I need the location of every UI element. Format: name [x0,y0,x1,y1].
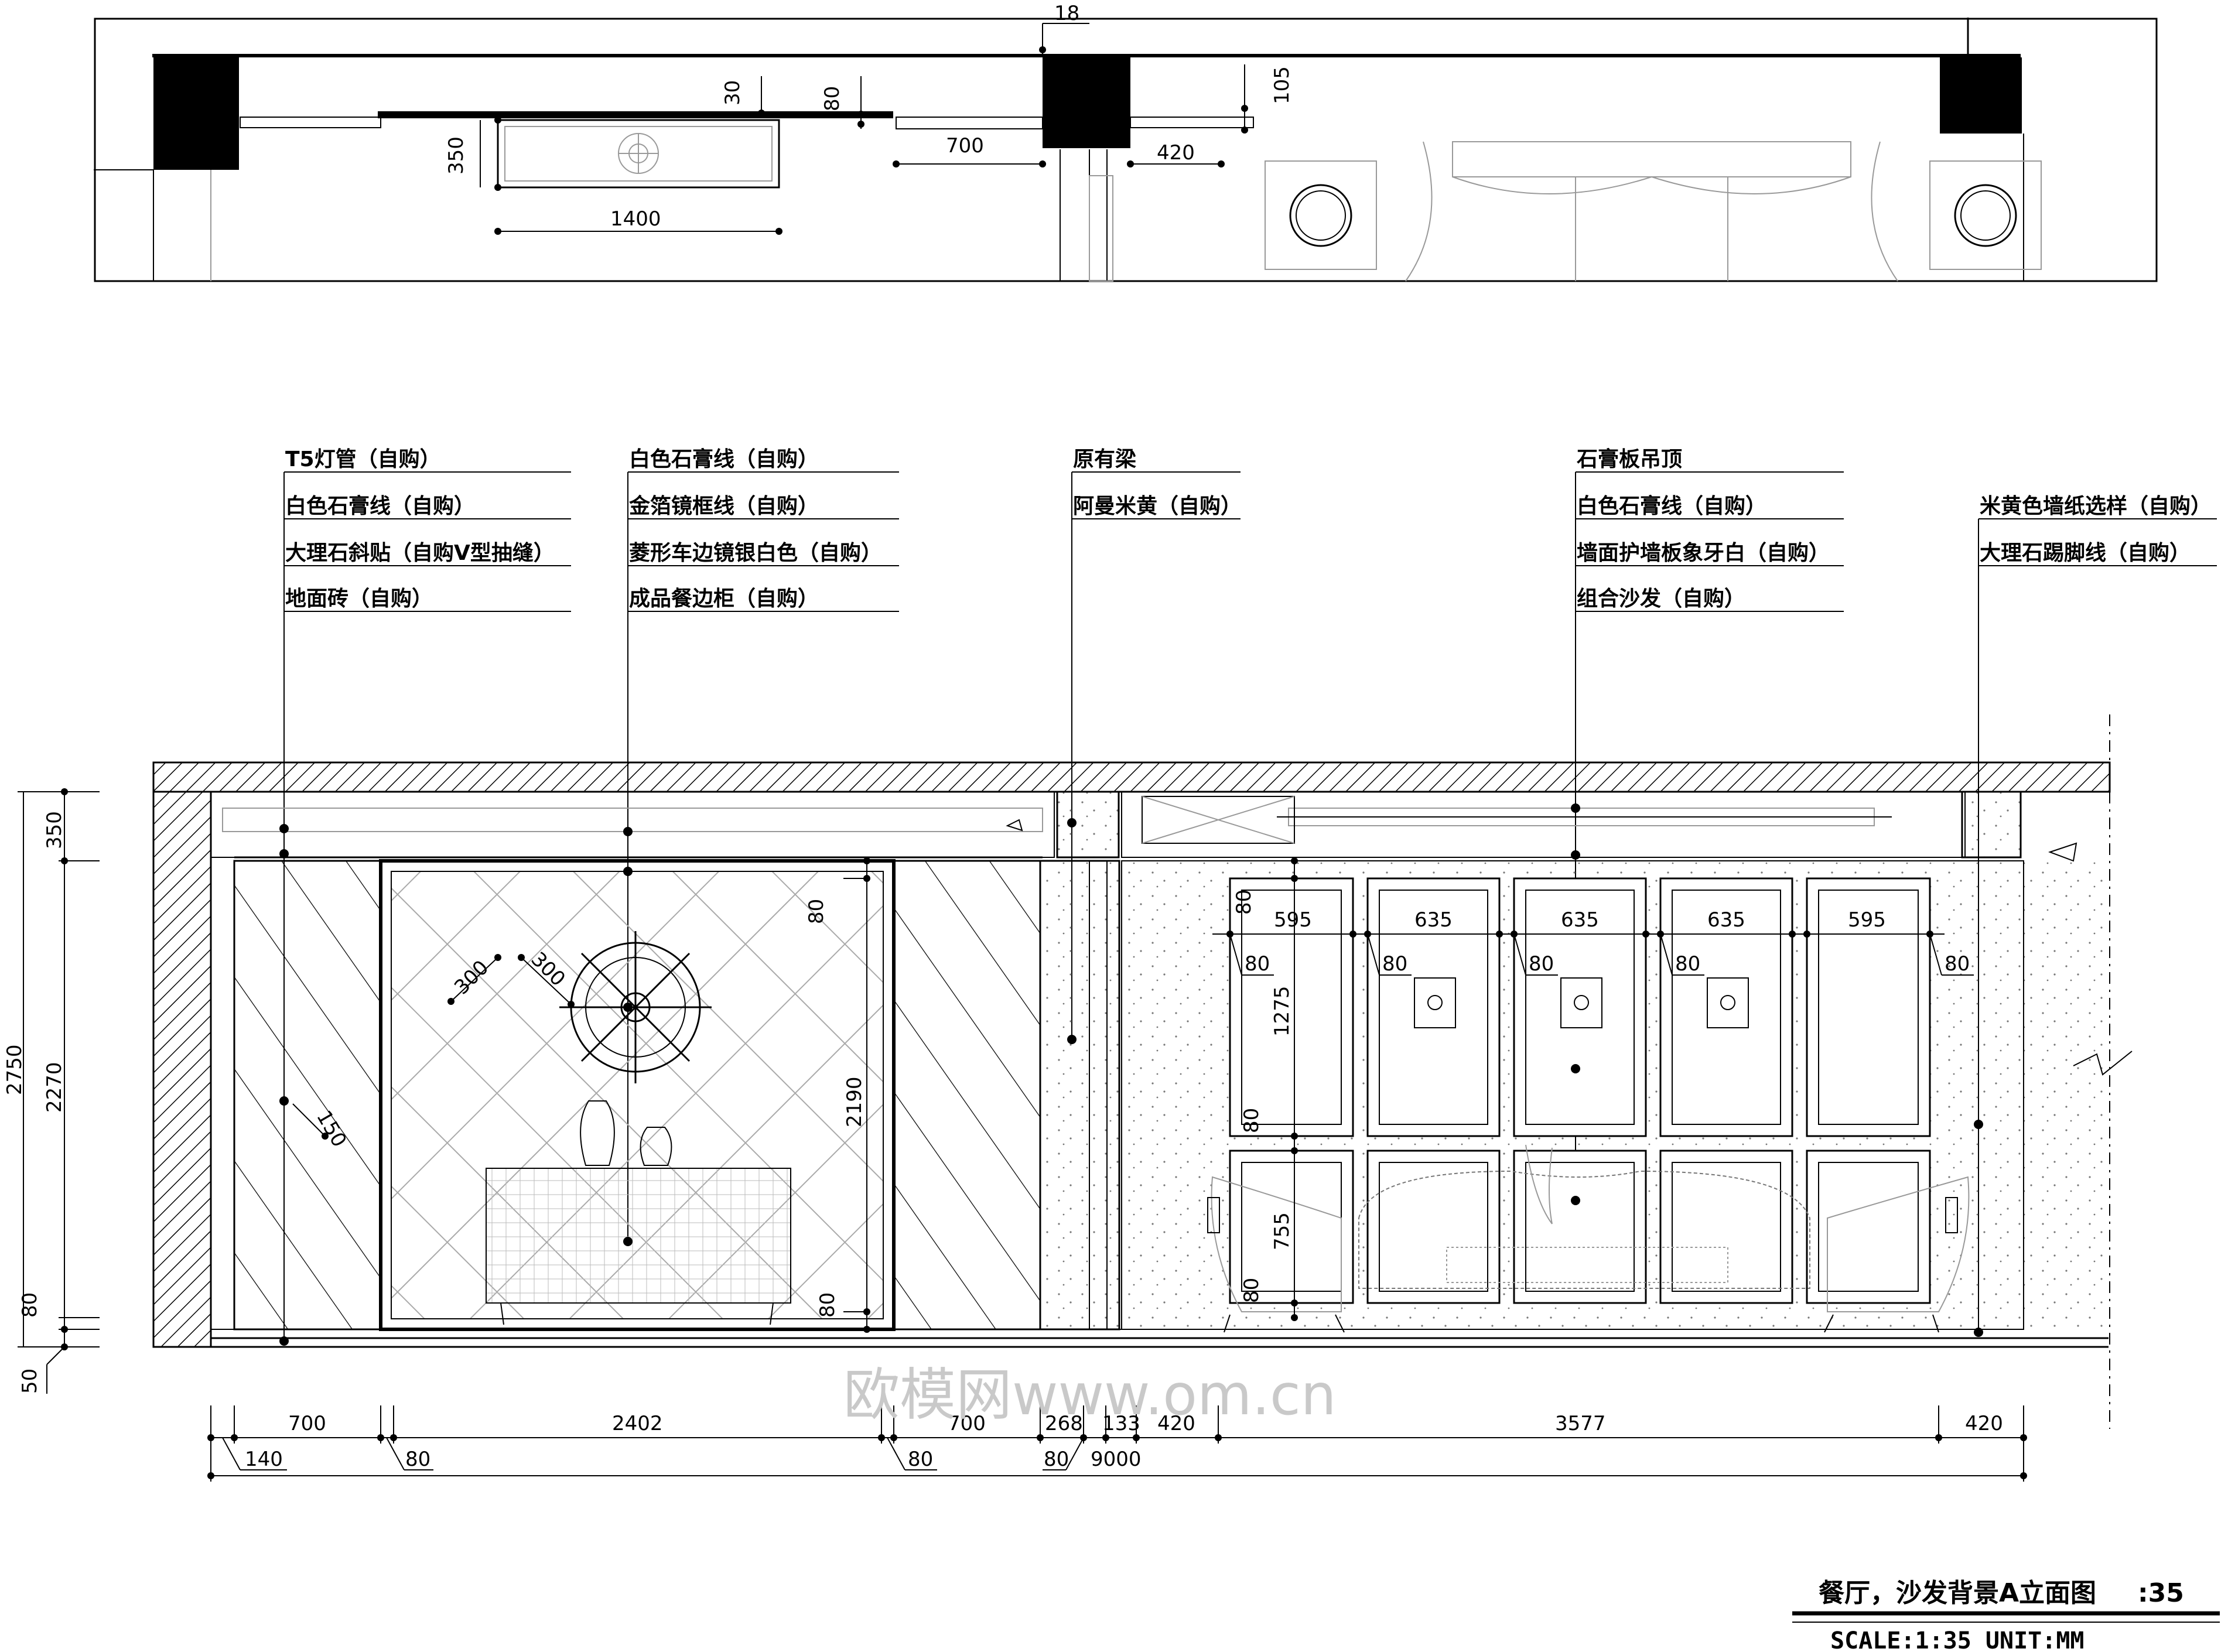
mirror-dim-80-bottom: 80 [816,1292,839,1318]
bottom-dim-80-b: 80 [908,1448,933,1471]
bottom-dim-420-b: 420 [1965,1412,2003,1435]
bottom-dim-80-a: 80 [405,1448,430,1471]
panel-dimensions: 595 635 635 635 595 80 80 80 80 80 80 12… [1212,857,1974,1321]
plan-sofa [1405,141,1898,282]
elevation-view [152,714,2133,1429]
panel-width-3: 635 [1561,908,1599,932]
plan-dim-80: 80 [821,86,844,111]
bottom-dim-80-c: 80 [1044,1448,1069,1471]
plan-dim-18: 18 [1054,2,1079,25]
sideboard [486,1168,791,1325]
mirror-dim-80-top: 80 [805,899,828,924]
panel-gap-4: 80 [1675,952,1700,976]
plan-dim-105: 105 [1270,66,1294,104]
callout-group-4: 石膏板吊顶 白色石膏线（自购） 墙面护墙板象牙白（自购） 组合沙发（自购） [1575,447,1844,1200]
plan-column-mid [1043,57,1130,148]
scale-text: SCALE:1:35 UNIT:MM [1830,1627,2084,1652]
callout-floor-tile: 地面砖（自购） [285,587,433,611]
panel-width-4: 635 [1707,908,1745,932]
callout-diamond-mirror: 菱形车边镜银白色（自购） [629,541,882,565]
callout-gold-frame-line: 金箔镜框线（自购） [628,494,819,518]
wall-lamp-icon [1414,977,1749,1028]
panel-width-1: 595 [1274,908,1312,932]
plan-mirror-frame [497,119,780,189]
dim-2270: 2270 [43,1062,66,1113]
plan-side-table-right [1929,160,2042,270]
plan-column-right [1940,57,2022,134]
callout-white-plaster-line-3: 白色石膏线（自购） [1577,494,1766,518]
callout-white-plaster-line: 白色石膏线（自购） [285,494,475,518]
dim-2750: 2750 [3,1044,26,1095]
callout-sideboard: 成品餐边柜（自购） [629,587,819,611]
bottom-dim-268: 268 [1045,1412,1083,1435]
panel-dim-80-bottom: 80 [1240,1278,1263,1303]
panel-width-5: 595 [1848,908,1886,932]
callout-wall-panel-ivory: 墙面护墙板象牙白（自购） [1577,541,1830,565]
plan-dim-420: 420 [1157,141,1195,165]
plan-column-left [153,57,239,170]
plan-chandelier-icon [618,133,659,174]
plan-dim-350: 350 [445,136,468,175]
panel-gap-1: 80 [1245,952,1270,976]
mirror-dim-2190: 2190 [843,1076,866,1127]
bottom-dim-700-b: 700 [948,1412,986,1435]
panel-dim-80-mid: 80 [1240,1108,1263,1133]
callout-existing-beam: 原有梁 [1073,447,1136,471]
panel-gap-2: 80 [1382,952,1407,976]
bottom-dimensions: 700 2402 700 268 133 420 3577 420 140 80… [207,1405,2027,1482]
callout-group-5: 米黄色墙纸选样（自购） 大理石踢脚线（自购） [1978,494,2217,1332]
sofa [1207,1144,1970,1333]
ship-wheel-icon [559,931,712,1083]
dim-80-left: 80 [18,1292,42,1318]
callout-marble-skirting: 大理石踢脚线（自购） [1980,541,2191,565]
plan-side-table-left [1265,160,1377,270]
panel-dim-1275: 1275 [1270,986,1294,1037]
bottom-dim-420-a: 420 [1157,1412,1195,1435]
bottom-dim-9000: 9000 [1091,1448,1142,1471]
plan-dim-1400: 1400 [610,207,661,231]
left-dimensions: 2750 350 2270 80 50 [3,788,100,1394]
callout-oman-beige: 阿曼米黄（自购） [1073,494,1242,518]
callout-white-plaster-line-2: 白色石膏线（自购） [629,447,819,471]
ceiling-plan: 18 30 80 105 350 700 420 1400 [94,2,2158,282]
callout-sofa-set: 组合沙发（自购） [1577,587,1745,611]
dim-50-left: 50 [18,1369,42,1394]
panel-dim-755: 755 [1270,1212,1294,1250]
bottom-dim-3577: 3577 [1555,1412,1606,1435]
panel-gap-3: 80 [1529,952,1554,976]
watermark: 欧模网www.om.cn [843,1362,1337,1428]
callout-beige-wallpaper: 米黄色墙纸选样（自购） [1980,494,2212,518]
panel-width-2: 635 [1414,908,1453,932]
plan-dim-30: 30 [721,80,744,105]
bottom-dim-700-a: 700 [288,1412,326,1435]
drawing-title-scale: :35 [2138,1578,2184,1608]
bottom-dim-133: 133 [1102,1412,1140,1435]
bottom-dim-2402: 2402 [612,1412,663,1435]
dim-350: 350 [43,811,66,849]
drawing-title: 餐厅，沙发背景A立面图 [1819,1578,2096,1608]
callout-t5-tube: T5灯管（自购） [285,447,441,471]
title-block: 餐厅，沙发背景A立面图 :35 SCALE:1:35 UNIT:MM [1792,1578,2220,1652]
vase-icon [580,1100,672,1166]
panel-gap-5: 80 [1945,952,1970,976]
panel-dim-80-top: 80 [1232,890,1256,915]
wall-panel-grid [1229,877,1931,1304]
callout-marble-diagonal: 大理石斜贴（自购V型抽缝） [285,541,555,565]
callout-gypsum-ceiling: 石膏板吊顶 [1577,447,1682,471]
plan-dim-700: 700 [946,134,984,158]
bottom-dim-140: 140 [245,1448,283,1471]
